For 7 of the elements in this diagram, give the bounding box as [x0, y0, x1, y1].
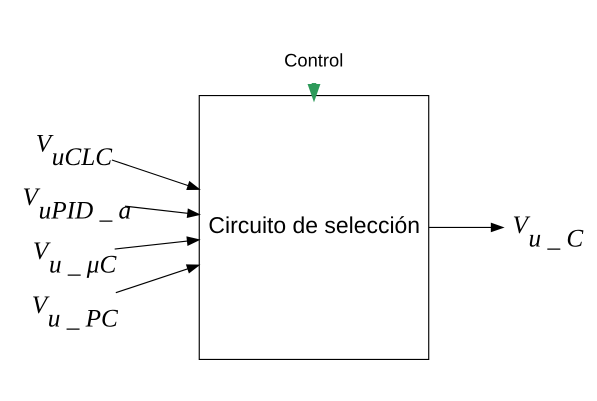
node-text: Control [284, 50, 344, 71]
arrow [114, 236, 201, 250]
arrow [116, 264, 200, 294]
node-box: Circuito de selección [198, 94, 430, 360]
arrow [112, 159, 201, 190]
arrow [124, 206, 201, 218]
arrow [429, 222, 505, 232]
